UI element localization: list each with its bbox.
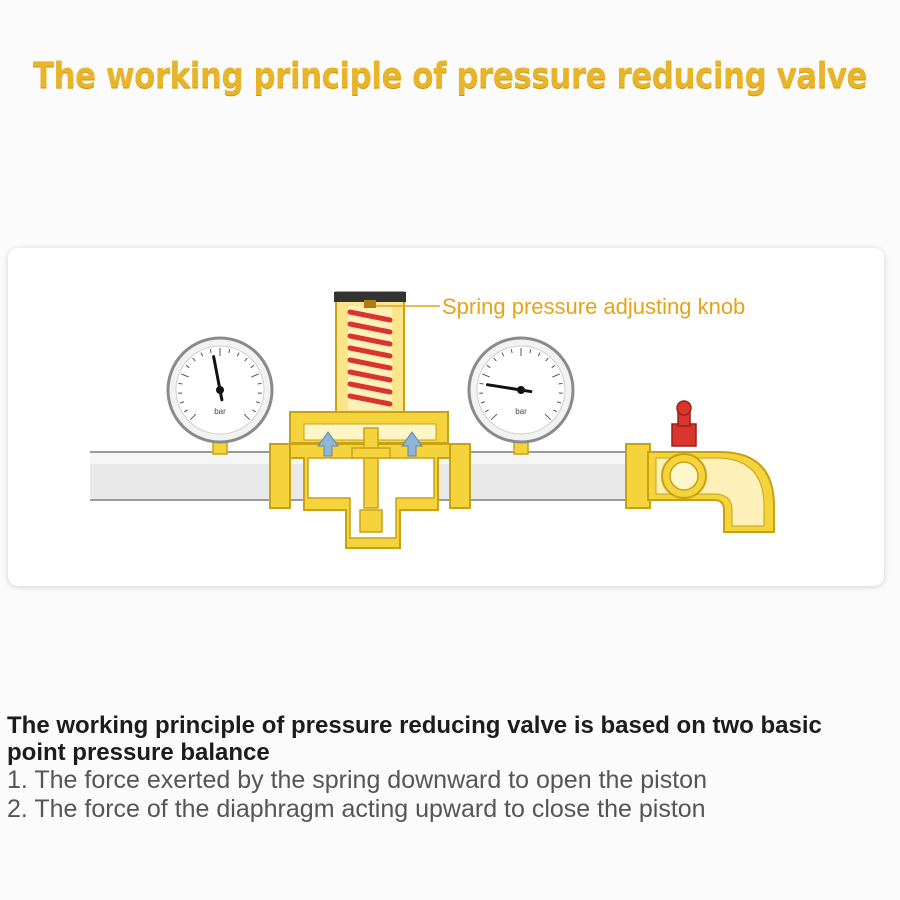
gauge-tick	[501, 352, 505, 357]
description-block: The working principle of pressure reduci…	[7, 712, 887, 824]
gauge-tick	[250, 364, 255, 369]
gauge-tick	[486, 364, 491, 369]
description-heading: The working principle of pressure reduci…	[7, 712, 822, 766]
gauge-tick	[243, 413, 251, 421]
page-title: The working principle of pressure reduci…	[32, 55, 868, 97]
principle-point-2: 2. The force of the diaphragm acting upw…	[7, 795, 706, 823]
gauge-tick	[479, 382, 484, 385]
gauge-tick	[189, 413, 197, 421]
gauge-unit-left: bar	[214, 407, 226, 416]
gauge-tick	[181, 373, 189, 378]
gauge-tick	[558, 382, 563, 385]
gauge-tick	[480, 401, 486, 404]
gauge-tick	[185, 364, 190, 369]
gauge-tick	[183, 409, 188, 413]
gauge-tick	[544, 413, 552, 421]
gauge-tick	[551, 364, 556, 369]
gauge-tick	[552, 373, 560, 378]
principle-point-1: 1. The force exerted by the spring downw…	[7, 766, 707, 794]
gauge-tick	[236, 352, 240, 357]
valve-diagram: Spring pressure adjusting knob bar bar	[90, 291, 775, 549]
pressure-gauge-left: bar	[166, 336, 274, 455]
gauge-tick	[209, 349, 212, 354]
diaphragm-arrow-left	[317, 431, 339, 457]
gauge-tick	[529, 349, 532, 354]
gauge-tick	[510, 349, 513, 354]
valve-diagram-panel: Spring pressure adjusting knob bar bar	[8, 248, 884, 586]
gauge-tick	[537, 352, 541, 357]
gauge-tick	[178, 382, 183, 385]
knob-callout: Spring pressure adjusting knob	[376, 294, 745, 319]
gauge-tick	[192, 357, 196, 362]
gauge-unit-right: bar	[515, 407, 527, 416]
spring	[347, 300, 393, 410]
gauge-tick	[200, 352, 204, 357]
gauge-tick	[556, 401, 562, 404]
valve-body	[269, 291, 471, 549]
gauge-tick	[493, 357, 497, 362]
gauge-tick	[179, 401, 185, 404]
knob-label: Spring pressure adjusting knob	[442, 294, 745, 319]
diaphragm-arrow-right	[401, 431, 423, 457]
gauge-tick	[244, 357, 248, 362]
gauge-tick	[553, 409, 558, 413]
gauge-tick	[257, 382, 262, 385]
gauge-tick	[490, 413, 498, 421]
gauge-tick	[251, 373, 259, 378]
gauge-tick	[484, 409, 489, 413]
pressure-gauge-right: bar	[467, 336, 575, 455]
gauge-tick	[255, 401, 261, 404]
gauge-tick	[252, 409, 257, 413]
gauge-tick	[545, 357, 549, 362]
gauge-tick	[228, 349, 231, 354]
gauge-tick	[482, 373, 490, 378]
outlet-valve	[625, 400, 775, 533]
